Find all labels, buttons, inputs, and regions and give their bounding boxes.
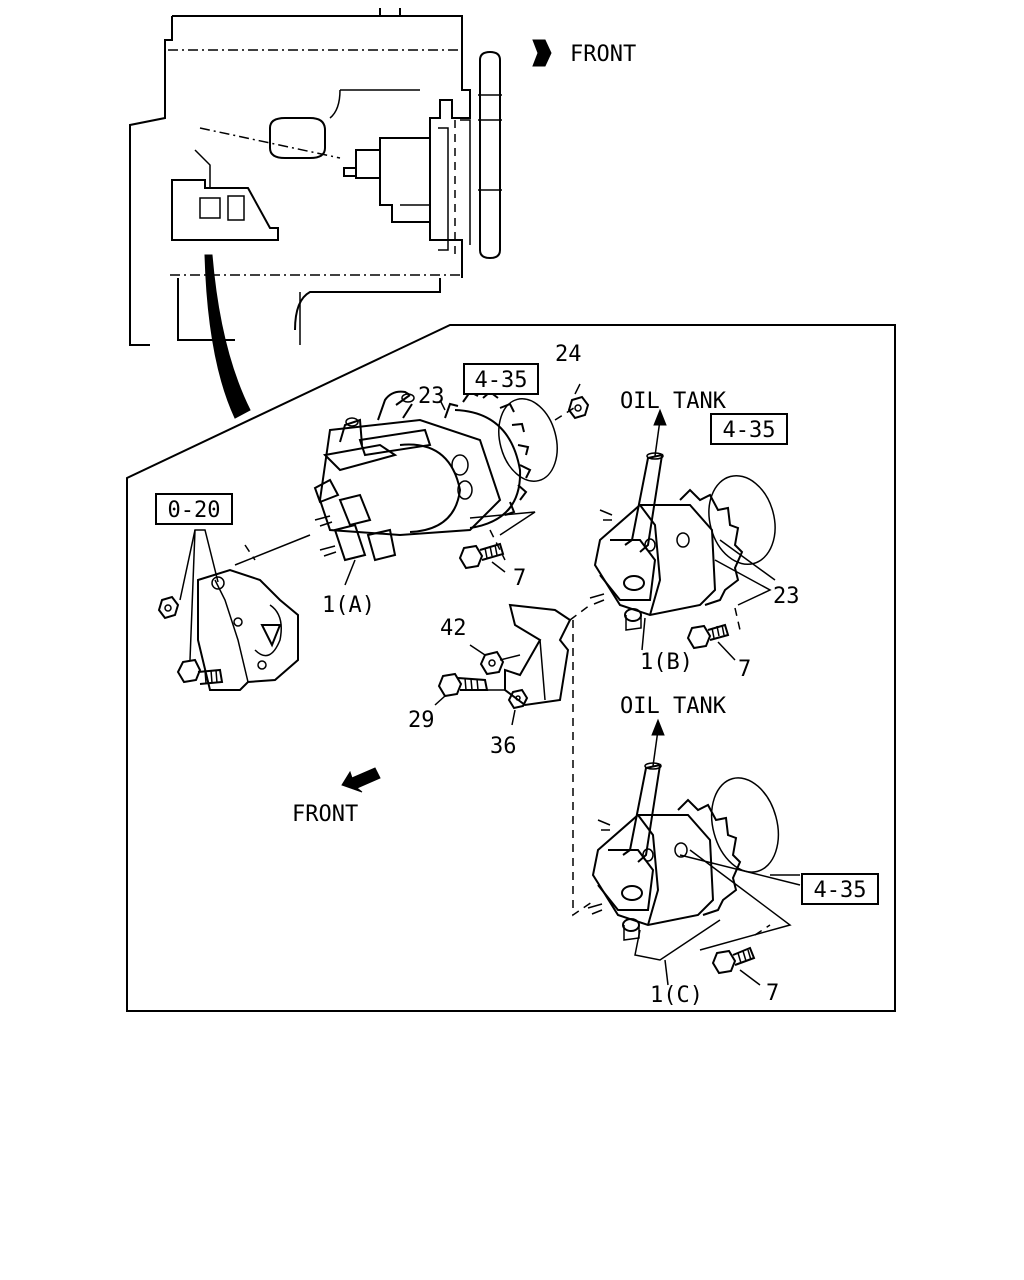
oil-tank-label-2: OIL TANK [620, 694, 727, 719]
part-label-1b: 1(B) [640, 650, 693, 675]
part-label-1a: 1(A) [322, 593, 375, 618]
pump-1b [589, 408, 776, 651]
part-label-1c: 1(C) [650, 983, 703, 1008]
bolt-7-b [686, 623, 736, 661]
callout-4-35-a-text: 4-35 [475, 368, 528, 393]
small-bracket [434, 603, 596, 917]
callout-0-20: 0-20 [155, 493, 233, 525]
callout-4-35-b: 4-35 [710, 413, 788, 445]
engine-overview [129, 8, 502, 419]
callout-4-35-c: 4-35 [801, 873, 879, 905]
part-label-24: 24 [555, 342, 582, 367]
pump-1c [587, 718, 801, 986]
bolt-7-c [711, 924, 771, 986]
front-arrow-bottom [341, 767, 381, 793]
bolt-7-a [458, 542, 506, 573]
part-label-7-c: 7 [766, 981, 779, 1006]
mounting-bracket [197, 534, 311, 691]
part-label-36: 36 [490, 734, 517, 759]
callout-4-35-b-text: 4-35 [723, 418, 776, 443]
part-label-7-a: 7 [513, 566, 526, 591]
callout-0-20-text: 0-20 [168, 498, 221, 523]
part-label-29: 29 [408, 708, 435, 733]
fastener-0-20 [157, 529, 224, 685]
front-arrow-top: FRONT [532, 39, 636, 67]
part-label-7-b: 7 [738, 657, 751, 682]
part-label-42: 42 [440, 616, 467, 641]
callout-4-35-c-text: 4-35 [814, 878, 867, 903]
detail-frame [126, 324, 896, 1012]
oil-tank-label-1: OIL TANK [620, 389, 727, 414]
front-label-top: FRONT [570, 42, 636, 67]
front-label-bottom: FRONT [292, 802, 358, 827]
pump-1a [313, 390, 578, 586]
callout-4-35-a: 4-35 [463, 363, 539, 395]
nut-24 [567, 383, 590, 420]
part-label-23-a: 23 [418, 384, 445, 409]
part-label-23-b: 23 [773, 584, 800, 609]
